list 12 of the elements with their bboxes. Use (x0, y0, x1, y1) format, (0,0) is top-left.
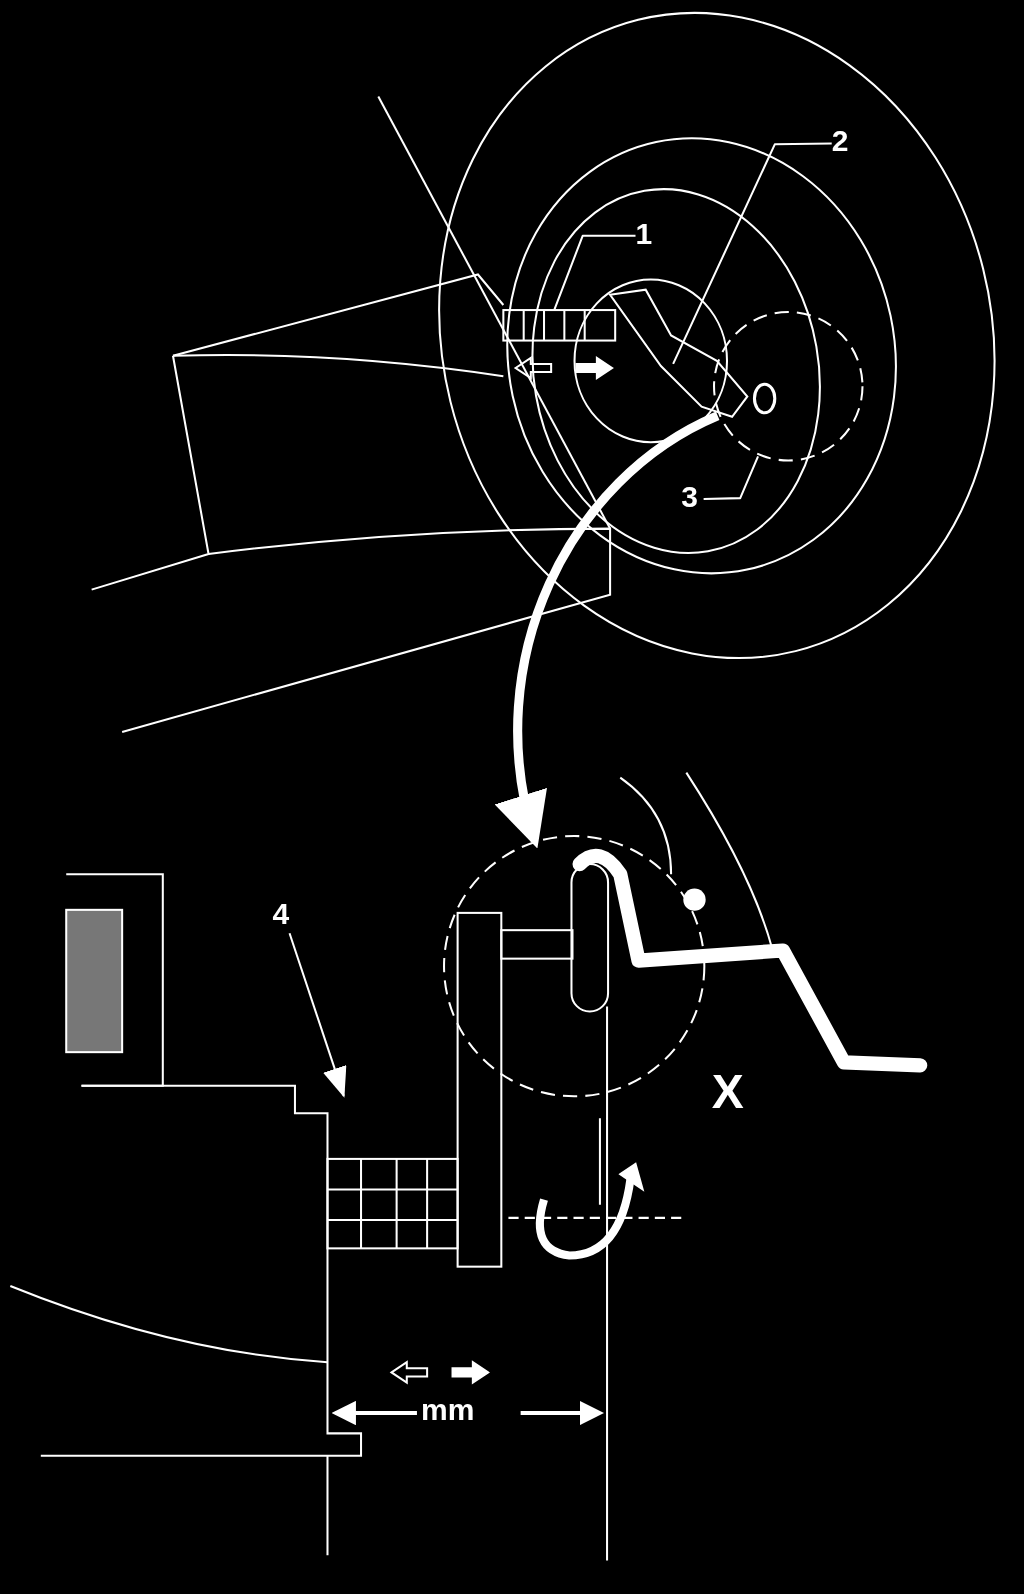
detail-circle (711, 310, 865, 463)
callout-number: 4 (272, 898, 295, 934)
detail-circle (442, 833, 707, 1099)
dimension-label: mm (421, 1395, 475, 1426)
callout-number: 3 (681, 482, 704, 517)
curved-arrow (496, 411, 720, 849)
leader-line (288, 932, 347, 1098)
callout-number: 2 (831, 126, 855, 161)
detail-label: X (711, 1067, 744, 1116)
leader-line (672, 142, 832, 365)
leader-line (553, 234, 636, 311)
callout-number: 1 (635, 218, 658, 254)
